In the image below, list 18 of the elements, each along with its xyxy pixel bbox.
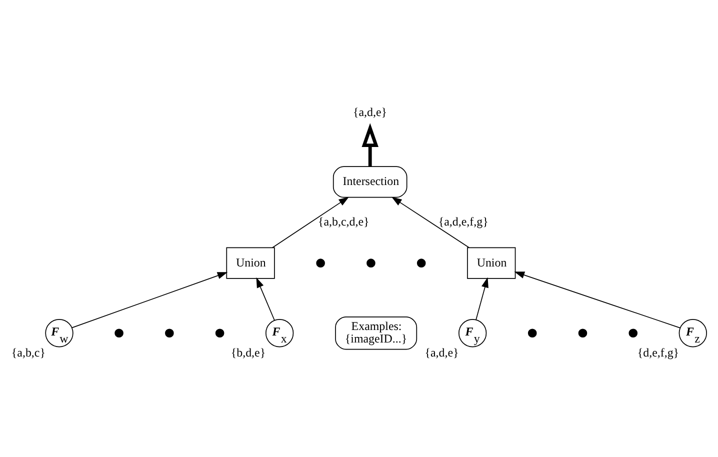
arrow: [272, 196, 349, 248]
arrow: [476, 277, 488, 320]
arrow: [72, 272, 228, 328]
node-box: Examples: {imageID...}: [335, 316, 418, 350]
node-label: {a,d,e}: [424, 345, 459, 360]
arrow: [256, 277, 275, 321]
node-box: Union: [226, 247, 275, 279]
arrow: [392, 196, 470, 248]
edge-label: {a,d,e,f,g}: [438, 214, 488, 229]
node-label: {a,b,c}: [11, 345, 46, 360]
node-label: {b,d,e}: [230, 345, 266, 360]
node-label: {d,e,f,g}: [637, 345, 680, 360]
node-text: {a,d,e}: [353, 104, 388, 119]
arrow: [362, 123, 378, 166]
node-box: Union: [467, 247, 516, 279]
node-box: Intersection: [332, 166, 408, 198]
arrow: [514, 272, 681, 328]
edge-label: {a,b,c,d,e}: [318, 214, 370, 229]
